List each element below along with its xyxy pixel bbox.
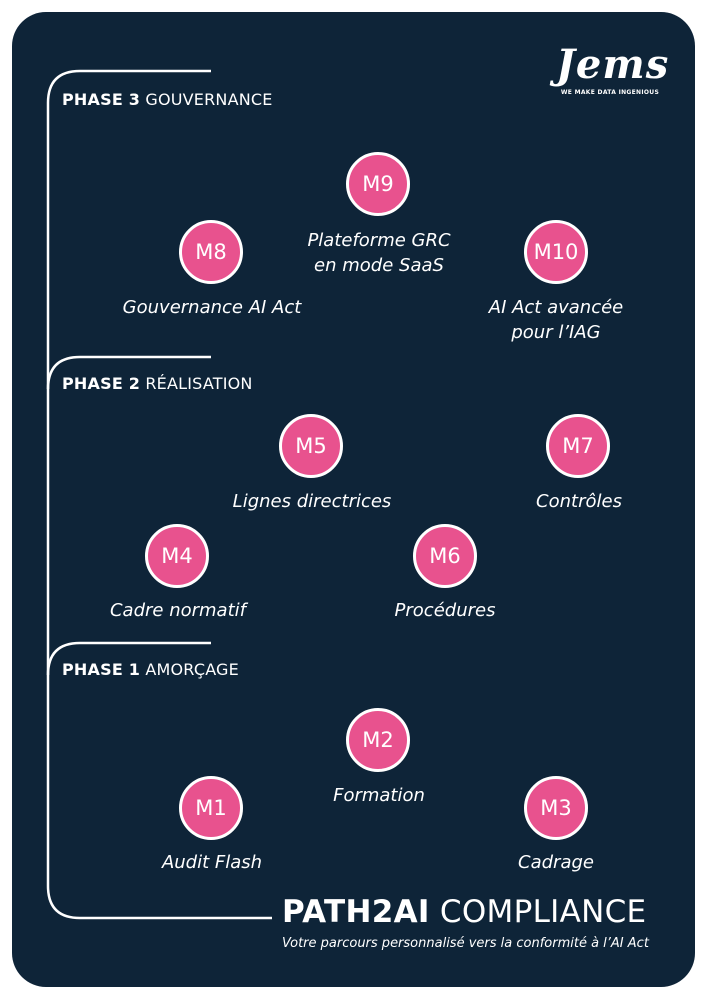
module-m8-label-line-1: Gouvernance AI Act — [122, 297, 302, 318]
module-m8-label: Gouvernance AI Act — [92, 295, 332, 320]
module-m3-circle: M3 — [524, 776, 588, 840]
module-m5-label: Lignes directrices — [192, 489, 432, 514]
jems-logo: Jems WE MAKE DATA INGENIOUS — [556, 40, 670, 96]
program-title-rest: COMPLIANCE — [439, 894, 647, 930]
module-m3-label-line-1: Cadrage — [518, 852, 594, 873]
module-m9-label: Plateforme GRC en mode SaaS — [259, 228, 499, 278]
module-m4-label-line-1: Cadre normatif — [109, 600, 246, 621]
phase-1-divider-line — [46, 641, 211, 676]
module-m5-label-line-1: Lignes directrices — [232, 491, 392, 512]
program-title: PATH2AI COMPLIANCE — [282, 894, 646, 930]
phase-2-name: RÉALISATION — [145, 374, 253, 393]
phase-1-name: AMORÇAGE — [145, 660, 239, 679]
module-m8-circle: M8 — [179, 220, 243, 284]
logo-wordmark: Jems — [556, 41, 670, 88]
module-m10-label-line-1: AI Act avancée — [488, 297, 624, 318]
module-m5-circle: M5 — [279, 414, 343, 478]
module-m10-circle: M10 — [524, 220, 588, 284]
outer-bracket-line — [46, 69, 272, 920]
phase-3-number: PHASE 3 — [62, 90, 141, 109]
module-m9-label-line-2: en mode SaaS — [314, 255, 444, 276]
logo-tagline: WE MAKE DATA INGENIOUS — [560, 89, 660, 96]
module-m10-label: AI Act avancée pour l’IAG — [436, 295, 676, 345]
program-subtitle: Votre parcours personnalisé vers la conf… — [282, 936, 649, 951]
module-m6-label: Procédures — [325, 598, 565, 623]
module-m2-circle: M2 — [346, 708, 410, 772]
phase-1-number: PHASE 1 — [62, 660, 141, 679]
phase-3-heading: PHASE 3 GOUVERNANCE — [62, 90, 273, 109]
module-m4-label: Cadre normatif — [58, 598, 298, 623]
module-m6-label-line-1: Procédures — [394, 600, 496, 621]
module-m2-label: Formation — [259, 783, 499, 808]
phase-2-number: PHASE 2 — [62, 374, 141, 393]
module-m7-label: Contrôles — [459, 489, 699, 514]
phase-2-heading: PHASE 2 RÉALISATION — [62, 374, 253, 393]
module-m10-label-line-2: pour l’IAG — [511, 322, 601, 343]
module-m9-label-line-1: Plateforme GRC — [307, 230, 451, 251]
module-m4-circle: M4 — [145, 524, 209, 588]
module-m2-label-line-1: Formation — [333, 785, 425, 806]
program-title-bold: PATH2AI — [282, 894, 430, 930]
module-m7-circle: M7 — [546, 414, 610, 478]
phase-1-heading: PHASE 1 AMORÇAGE — [62, 660, 239, 679]
module-m6-circle: M6 — [413, 524, 477, 588]
module-m1-circle: M1 — [179, 776, 243, 840]
module-m9-circle: M9 — [346, 152, 410, 216]
phase-2-divider-line — [46, 355, 211, 390]
phase-3-name: GOUVERNANCE — [145, 90, 273, 109]
module-m3-label: Cadrage — [436, 850, 676, 875]
module-m1-label-line-1: Audit Flash — [161, 852, 263, 873]
module-m1-label: Audit Flash — [92, 850, 332, 875]
module-m7-label-line-1: Contrôles — [536, 491, 622, 512]
